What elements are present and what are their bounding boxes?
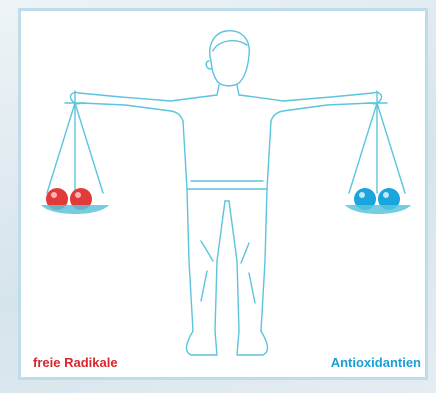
man-icon: [70, 31, 381, 355]
left-scale-pan-icon: [41, 188, 109, 214]
right-scale-strings-icon: [349, 91, 405, 193]
antioxidants-label: Antioxidantien: [331, 355, 421, 370]
free-radicals-label: freie Radikale: [33, 355, 118, 370]
left-scale-strings-icon: [47, 91, 103, 193]
right-scale-pan-icon: [345, 188, 411, 214]
illustration-frame: freie Radikale Antioxidantien: [18, 8, 428, 380]
balance-illustration: [21, 11, 425, 377]
